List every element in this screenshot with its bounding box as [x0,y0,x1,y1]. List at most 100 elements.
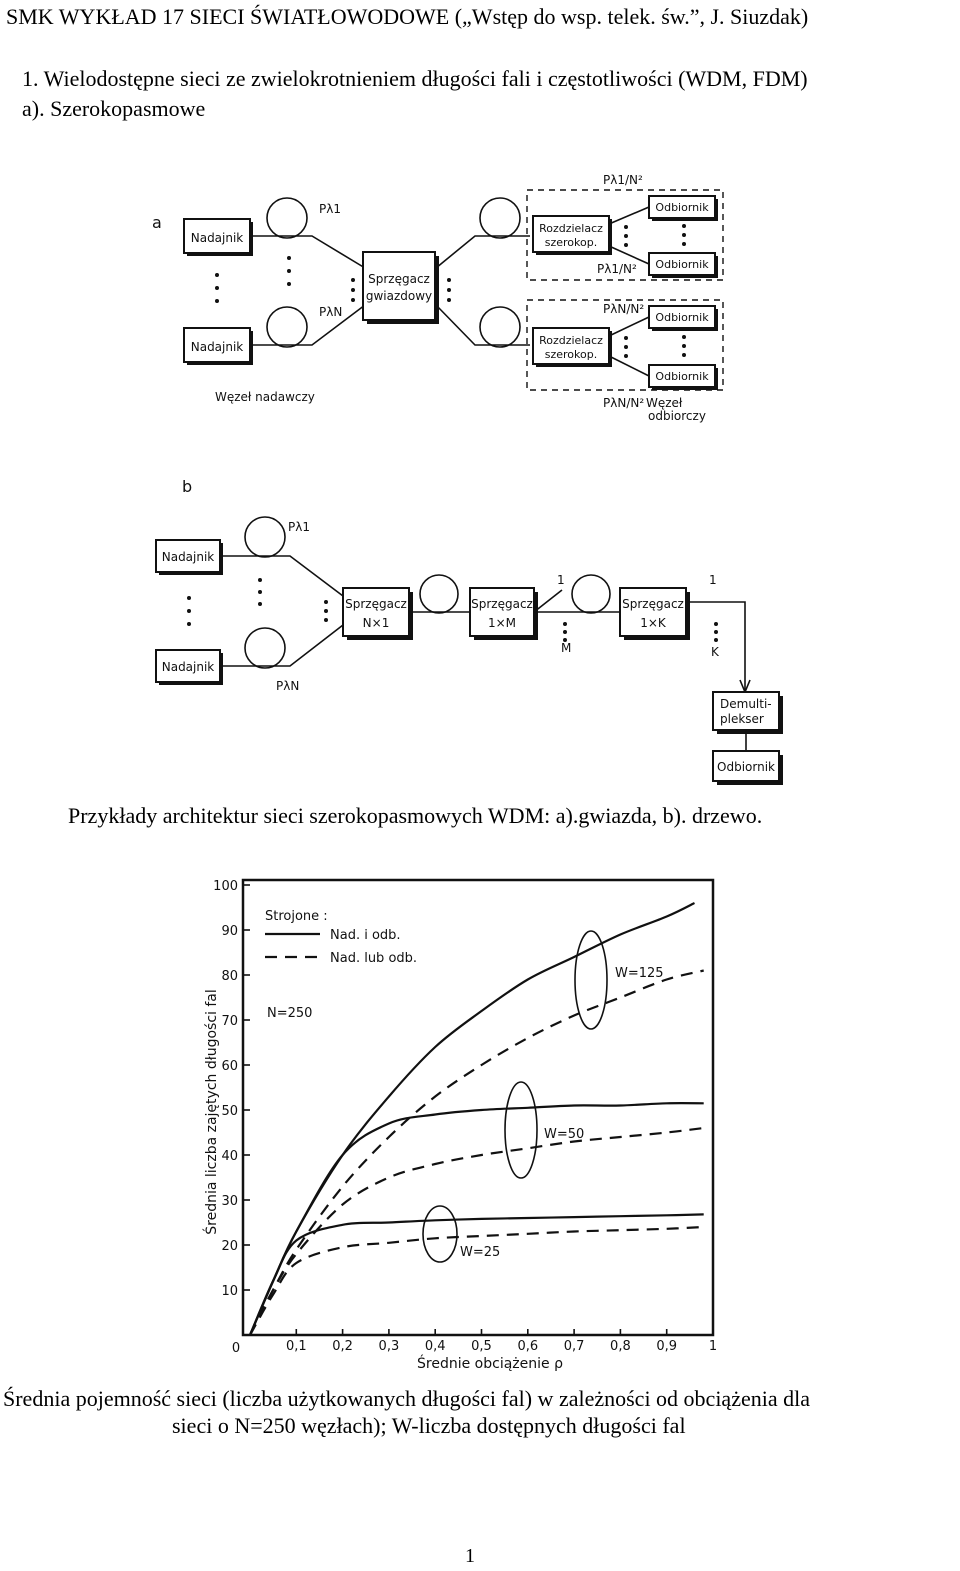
y-ticks: 10 20 30 40 50 60 70 80 90 100 [213,879,250,1299]
subsection-heading: a). Szerokopasmowe [22,96,206,121]
power-label: PλN [276,679,299,693]
transmitter-label: Nadajnik [191,231,244,245]
series-line-1 [249,969,704,1336]
receiver-label: Odbiornik [655,311,709,324]
receiver-label: Odbiornik [655,258,709,271]
x-tick-label: 0,2 [332,1339,353,1354]
series-lines [248,902,704,1336]
vertical-ellipsis [215,256,451,303]
page-header: SMK WYKŁAD 17 SIECI ŚWIATŁOWODOWE („Wstę… [6,4,809,29]
coupler-label: Sprzęgacz [622,597,684,611]
x-tick-label: 0,8 [610,1339,631,1354]
receiver-label: Odbiornik [655,201,709,214]
splitter-label-line2: szerokop. [545,348,597,361]
coupler-label: Sprzęgacz [345,597,407,611]
diagram-a-label: a [152,213,162,232]
fiber-coil-icon [419,574,459,614]
x-axis-label: Średnie obciążenie ρ [417,1354,563,1372]
y-tick-label: 70 [221,1014,238,1029]
power-label: PλN/N² [603,396,644,410]
x-tick-label: 0,7 [564,1339,585,1354]
coupler-size: 1×M [488,616,516,630]
coupler-label-line1: Sprzęgacz [368,272,430,286]
coupler-size: N×1 [363,616,390,630]
fiber-coil-icon [244,516,286,558]
fiber-coil-icon [266,306,308,348]
power-label: Pλ1 [319,202,341,216]
y-axis-label: Średnia liczba zajętych długości fal [202,989,220,1235]
star-coupler-box [362,251,436,321]
tx-node-label: Węzeł nadawczy [215,390,315,404]
origin-label: 0 [232,1341,240,1356]
x-ticks: 0,1 0,2 0,3 0,4 0,5 0,6 0,7 0,8 0,9 1 [286,1329,717,1354]
series-line-2 [248,1102,704,1336]
splitter-box [532,215,610,253]
x-tick-label: 1 [709,1339,717,1354]
x-tick-label: 0,3 [379,1339,400,1354]
power-label: PλN [319,305,342,319]
x-tick-label: 0,1 [286,1339,307,1354]
page-number: 1 [465,1545,475,1567]
series-line-5 [249,1225,704,1336]
rx-node-label-line1: Węzeł [646,396,683,410]
series-line-3 [249,1126,704,1336]
x-tick-label: 0,4 [425,1339,446,1354]
coupler-label: Sprzęgacz [471,597,533,611]
chart-caption-line1: Średnia pojemność sieci (liczba użytkowa… [3,1386,810,1411]
splitter-label-line1: Rozdzielacz [539,334,603,347]
rx-node-label-line2: odbiorczy [648,409,706,423]
annotation-w50: W=50 [544,1127,584,1142]
power-label: Pλ1 [288,520,310,534]
coupler-size: 1×K [640,616,667,630]
figure-caption: Przykłady architektur sieci szerokopasmo… [68,803,763,828]
fiber-coil-icon [479,197,521,239]
legend-title: Strojone : [265,909,328,924]
power-label: Pλ1/N² [597,262,637,276]
fiber-coil-icon [266,197,308,239]
w50-ellipse [504,1081,538,1179]
fiber-coil-icon [479,306,521,348]
w25-ellipse [422,1205,458,1263]
fiber-coil-icon [571,574,611,614]
port-label: K [711,645,720,659]
y-tick-label: 10 [221,1284,238,1299]
coupler-1xm-box [469,587,535,637]
receiver-box [712,750,780,782]
transmitter-label: Nadajnik [162,660,215,674]
w125-ellipse [574,930,608,1030]
y-tick-label: 40 [221,1149,238,1164]
y-tick-label: 80 [221,969,238,984]
port-label: M [561,641,571,655]
transmitter-box [155,539,221,573]
x-tick-label: 0,9 [656,1339,677,1354]
y-tick-label: 100 [213,879,238,894]
splitter-box [532,327,610,365]
annotation-w125: W=125 [615,966,664,981]
demux-label-line1: Demulti- [720,697,772,711]
y-tick-label: 60 [221,1059,238,1074]
legend-dashed-label: Nad. lub odb. [330,951,417,966]
x-tick-label: 0,6 [517,1339,538,1354]
splitter-label-line2: szerokop. [545,236,597,249]
receivers: Odbiornik Odbiornik Odbiornik Odbiornik [648,195,718,390]
diagram-b-label: b [182,477,192,496]
splitter-label-line1: Rozdzielacz [539,222,603,235]
x-tick-label: 0,5 [471,1339,492,1354]
coupler-1xk-box [619,587,687,637]
chart-caption-line2: sieci o N=250 węzłach); W-liczba dostępn… [172,1413,686,1438]
port-label: 1 [709,573,717,587]
n-label: N=250 [267,1006,312,1021]
y-tick-label: 90 [221,924,238,939]
receiver-label: Odbiornik [655,370,709,383]
demultiplexer-box [712,691,780,731]
series-line-0 [248,902,695,1336]
fiber-coil-icon [244,627,286,669]
y-tick-label: 50 [221,1104,238,1119]
y-tick-label: 30 [221,1194,238,1209]
coupler-nx1-box [342,587,410,637]
port-label: 1 [557,573,565,587]
annotation-w25: W=25 [460,1245,500,1260]
legend-solid-label: Nad. i odb. [330,928,401,943]
section-heading: 1. Wielodostępne sieci ze zwielokrotnien… [22,66,808,91]
y-tick-label: 20 [221,1239,238,1254]
